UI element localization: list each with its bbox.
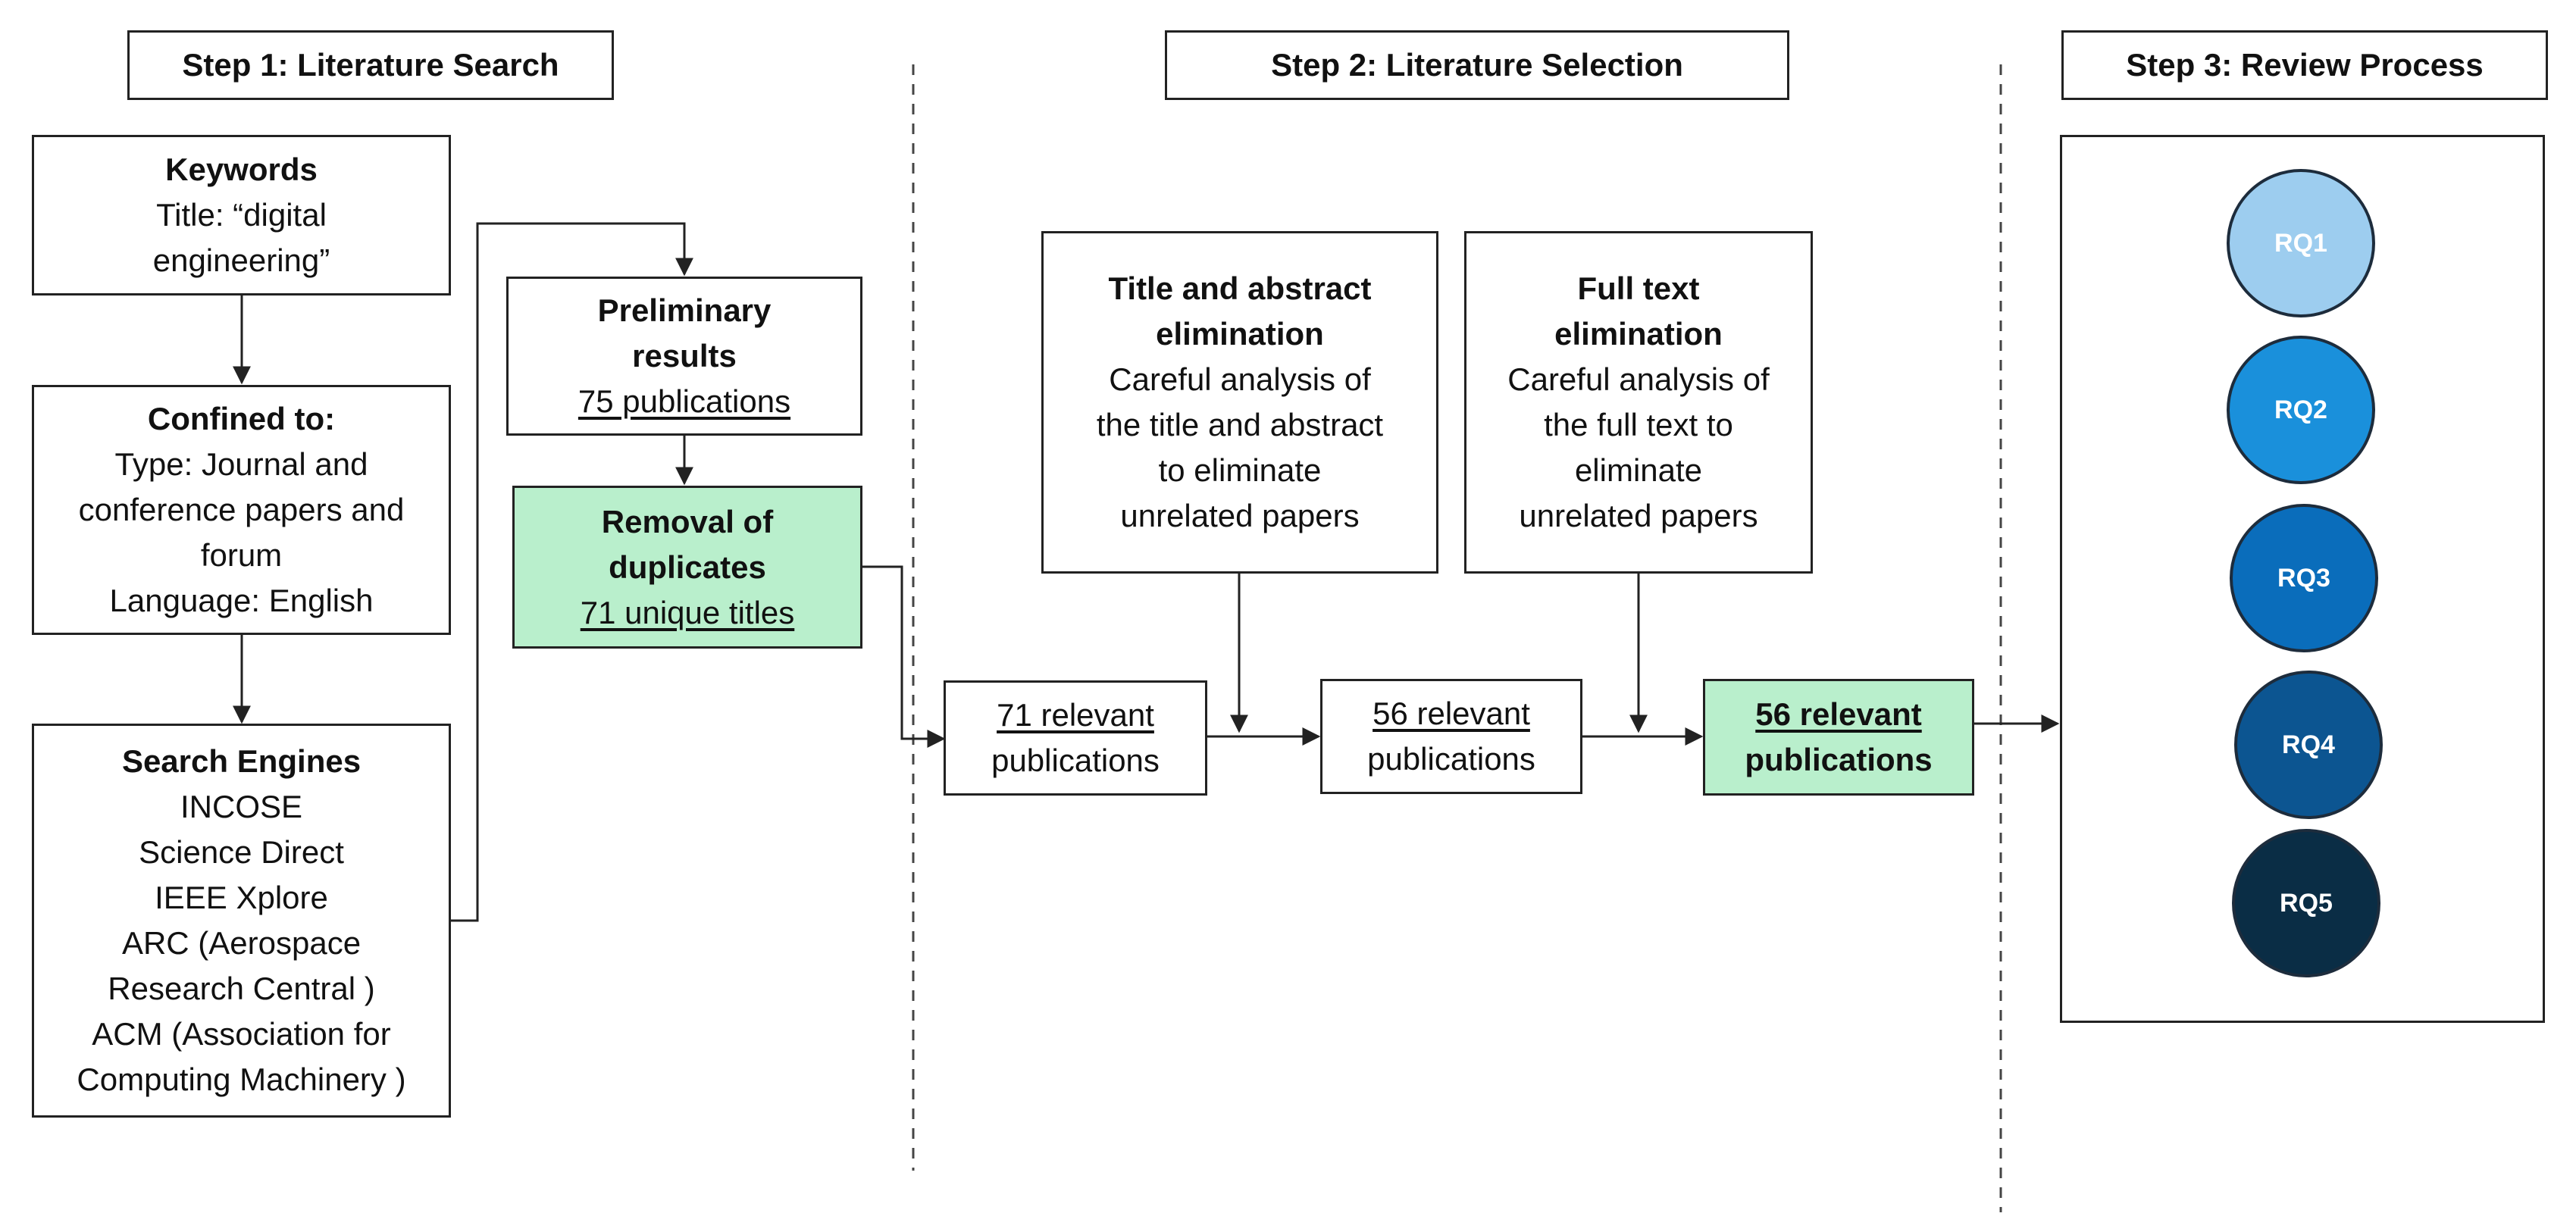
title-abstract-title: Title and abstract [1108,270,1372,306]
confined-title: Confined to: [147,401,336,436]
keywords-box: Keywords Title: “digital engineering” [32,135,451,295]
keywords-line: Title: “digital [156,197,327,233]
full-text-line: eliminate [1574,452,1703,488]
full-text-line: the full text to [1544,407,1733,442]
full-text-line: Careful analysis of [1507,361,1770,397]
title-abstract-title: elimination [1156,316,1324,352]
relevant-71-count: 71 relevant [997,697,1154,733]
title-abstract-line: unrelated papers [1120,498,1360,533]
title-abstract-box: Title and abstract elimination Careful a… [1041,231,1438,574]
keywords-title: Keywords [165,152,318,187]
removal-duplicates-box: Removal of duplicates 71 unique titles [512,486,862,649]
preliminary-count: 75 publications [577,383,791,419]
full-text-line: unrelated papers [1519,498,1758,533]
full-text-box: Full text elimination Careful analysis o… [1464,231,1813,574]
arrow-engines-preliminary [449,222,693,922]
title-abstract-line: Careful analysis of [1109,361,1371,397]
step2-header: Step 2: Literature Selection [1165,30,1789,100]
confined-box: Confined to: Type: Journal and conferenc… [32,385,451,635]
title-abstract-line: to eliminate [1158,452,1322,488]
step3-header: Step 3: Review Process [2061,30,2548,100]
step1-header: Step 1: Literature Search [127,30,614,100]
confined-line: conference papers and [78,492,405,527]
relevant-56-final-box: 56 relevant publications [1703,679,1974,796]
search-engine-item: ARC (Aerospace [121,925,362,961]
relevant-56-final-count: 56 relevant [1755,696,1922,732]
relevant-56-final-label: publications [1745,742,1933,777]
rq2-circle: RQ2 [2227,336,2375,484]
keywords-line: engineering” [152,242,330,278]
search-engine-item: Science Direct [139,834,344,870]
search-engine-item: IEEE Xplore [155,880,328,915]
relevant-56-count: 56 relevant [1373,696,1530,731]
duplicates-title: duplicates [609,549,766,585]
search-engine-item: ACM (Association for [92,1016,391,1052]
full-text-title: elimination [1554,316,1723,352]
arrow-duplicates-rel71 [862,565,946,748]
confined-line: Language: English [109,583,374,618]
title-abstract-line: the title and abstract [1096,407,1384,442]
preliminary-results-box: Preliminary results 75 publications [506,277,862,436]
rq3-circle: RQ3 [2230,504,2378,652]
search-engines-title: Search Engines [121,743,362,779]
confined-line: Type: Journal and [114,446,368,482]
search-engine-item: Research Central ) [108,971,375,1006]
duplicates-count: 71 unique titles [580,594,795,630]
duplicates-title: Removal of [601,503,774,539]
rq4-circle: RQ4 [2234,671,2383,819]
relevant-71-box: 71 relevant publications [944,680,1207,796]
full-text-title: Full text [1577,270,1700,306]
relevant-56-label: publications [1367,741,1535,777]
preliminary-title: Preliminary [597,292,772,328]
relevant-71-label: publications [991,743,1160,778]
preliminary-title: results [632,338,737,374]
search-engine-item: INCOSE [180,789,303,824]
confined-line: forum [200,537,283,573]
search-engines-box: Search Engines INCOSE Science Direct IEE… [32,724,451,1118]
relevant-56-box: 56 relevant publications [1320,679,1582,794]
rq1-circle: RQ1 [2227,169,2375,317]
rq5-circle: RQ5 [2232,829,2380,977]
search-engine-item: Computing Machinery ) [77,1062,406,1097]
